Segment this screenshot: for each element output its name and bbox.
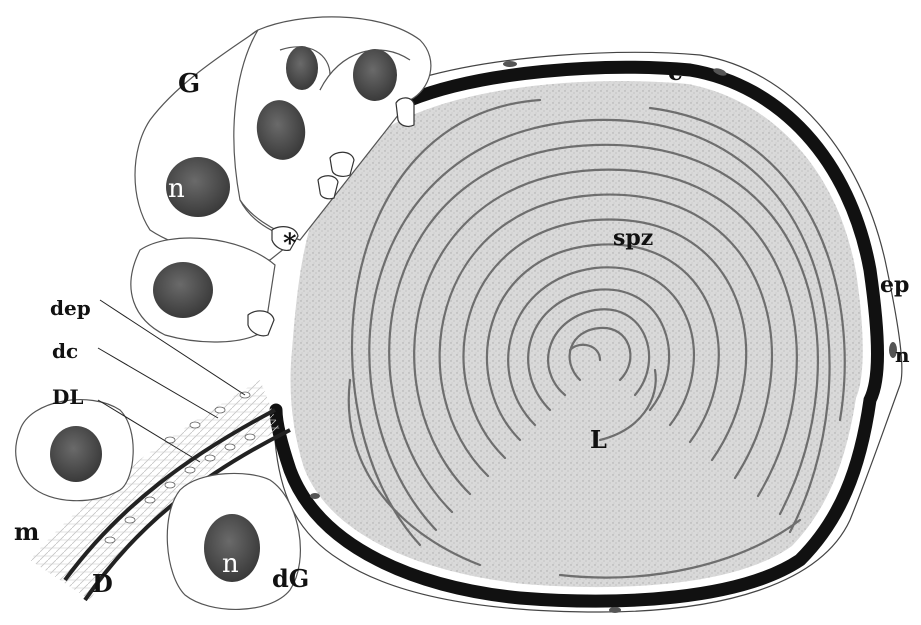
label-asterisk: * xyxy=(283,229,297,259)
label-dG: dG xyxy=(272,564,309,593)
label-m: m xyxy=(14,517,39,546)
label-ep: ep xyxy=(880,272,909,298)
label-dep: dep xyxy=(50,296,91,320)
lumen xyxy=(291,81,863,587)
label-G: G xyxy=(178,69,200,99)
label-n-ep: n xyxy=(895,343,910,367)
label-dc: dc xyxy=(52,339,78,363)
label-c: c xyxy=(668,57,683,86)
label-n-dG: n xyxy=(222,549,239,579)
label-spz: spz xyxy=(613,225,653,251)
label-DL: DL xyxy=(52,385,83,409)
label-n-gland: n xyxy=(168,174,185,204)
label-L: L xyxy=(590,425,607,454)
label-D: D xyxy=(92,569,113,598)
